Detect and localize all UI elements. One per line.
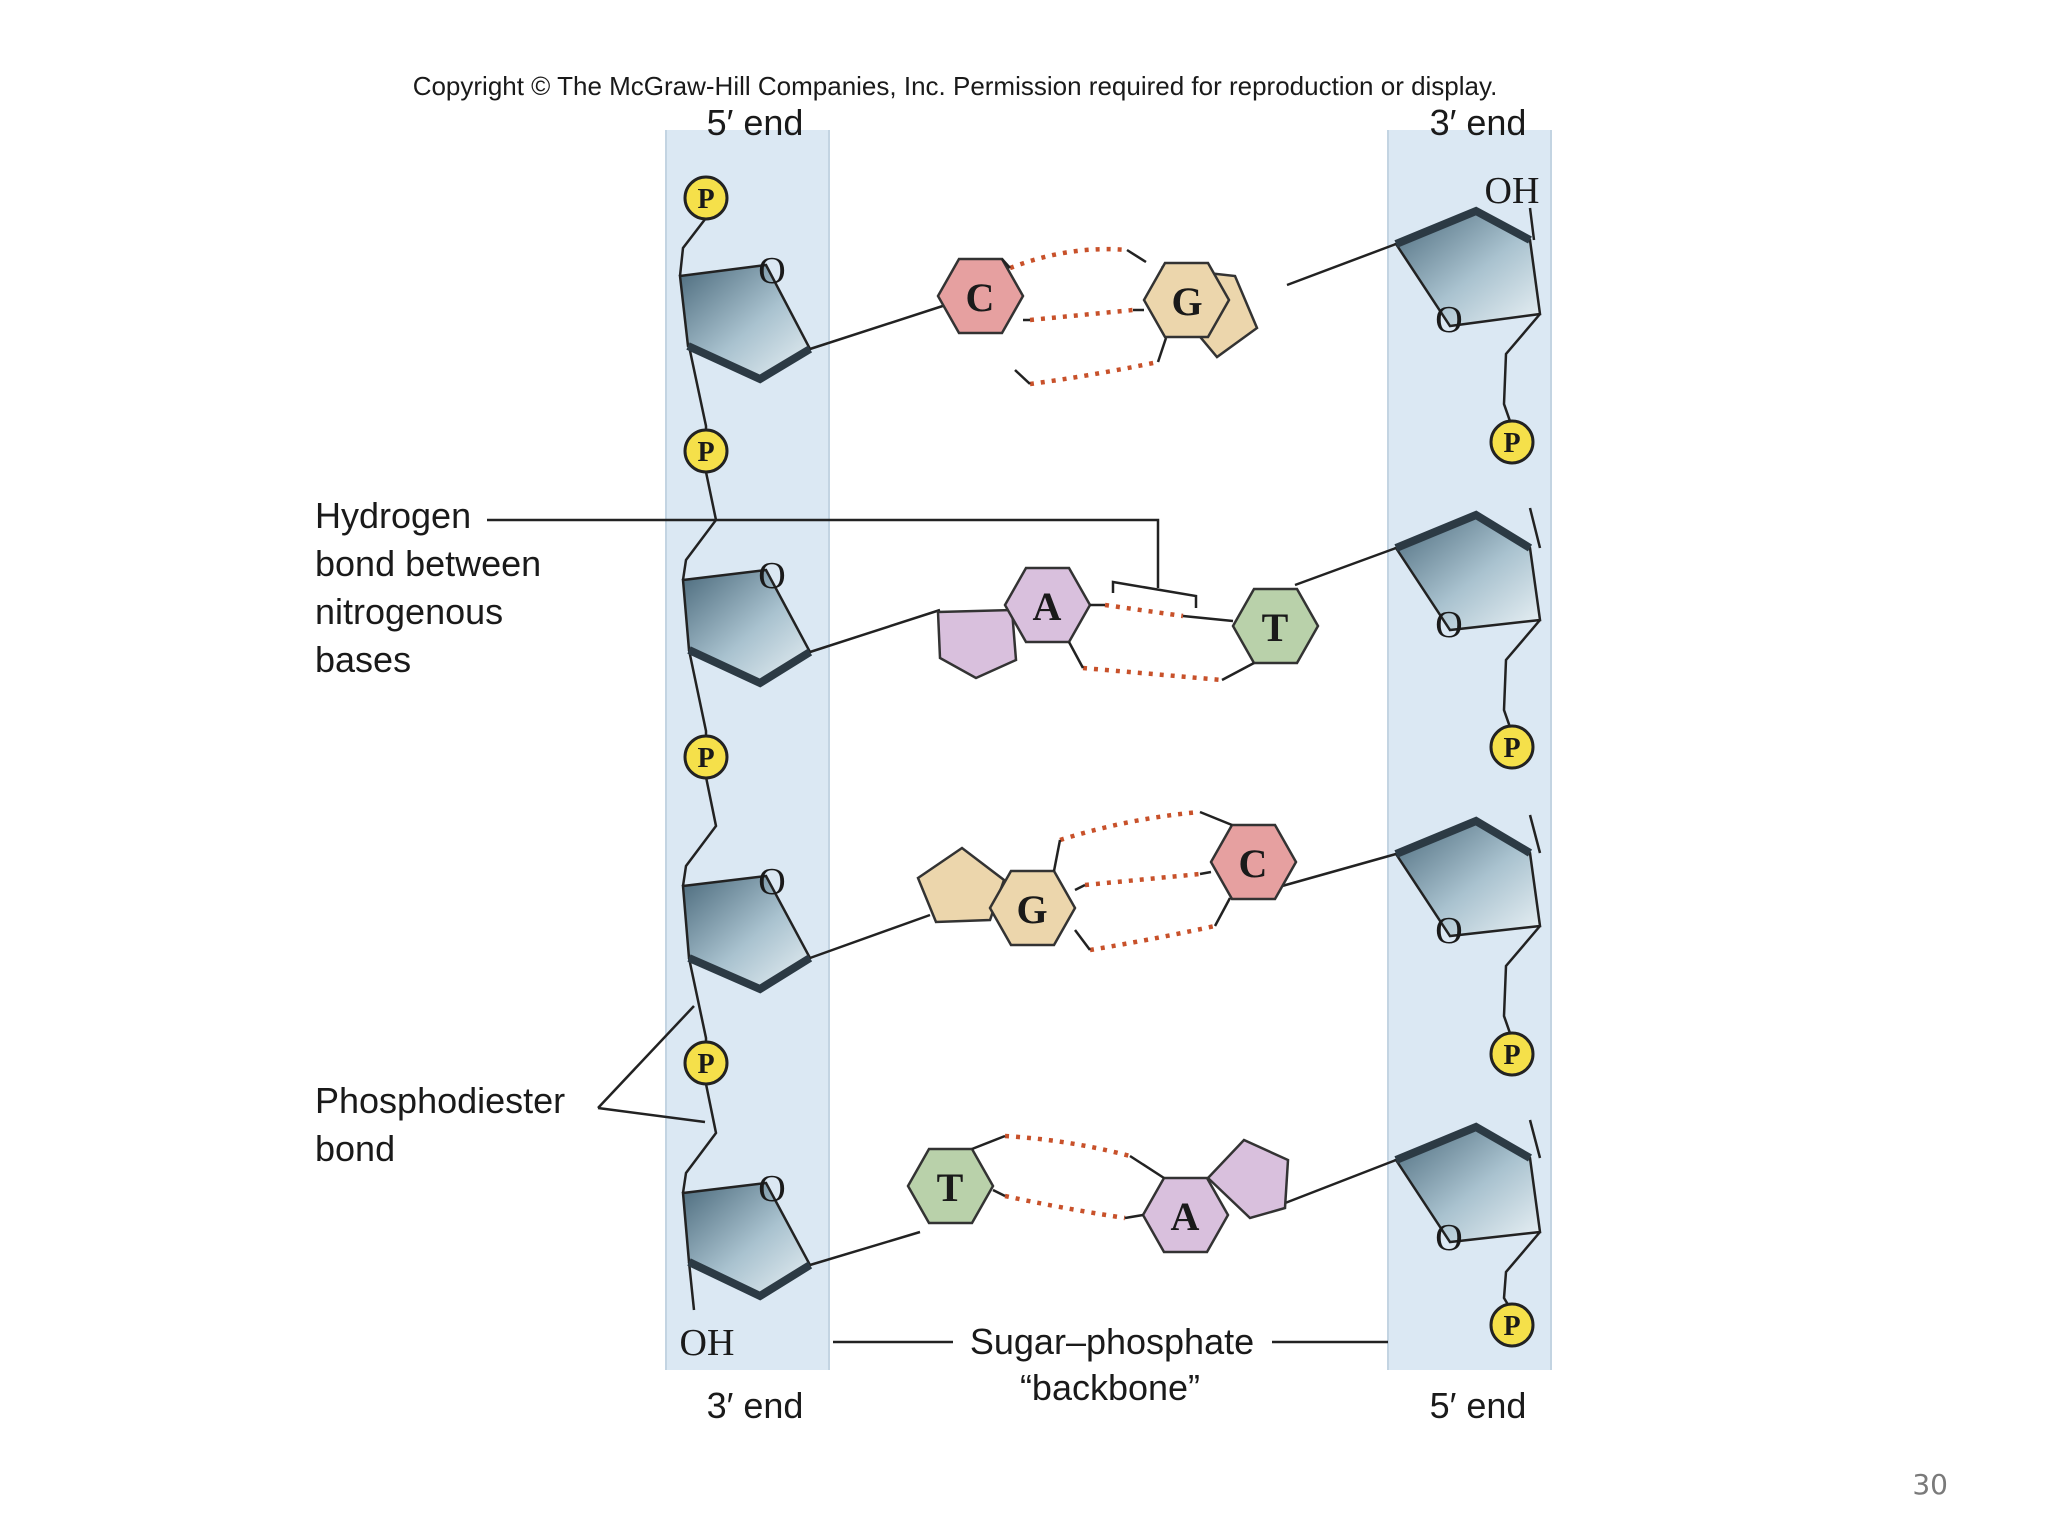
copyright-notice: Copyright © The McGraw-Hill Companies, I…: [413, 71, 1498, 101]
phosphate-l3: [683, 734, 729, 780]
right-sugar-1: [1394, 206, 1542, 328]
phosphate-r2: [1489, 724, 1535, 770]
svg-text:Phosphodiester bond: Phosphodiester bond: [315, 1080, 575, 1169]
phosphate-label-l1: P: [697, 184, 714, 215]
svg-text:Hydrogen bond between: Hydrogen bond between nitrogenous bases: [315, 495, 551, 680]
right-bottom-end-label: 5′ end: [1430, 1385, 1527, 1426]
right-top-end-label: 3′ end: [1430, 102, 1527, 143]
ring-oxygen-r1: O: [1435, 299, 1462, 341]
base-letter-4-right: A: [1171, 1194, 1200, 1239]
phosphate-label-r4: P: [1503, 1311, 1520, 1342]
phosphate-label-l4: P: [697, 1049, 714, 1080]
base-pair-2: [936, 566, 1320, 683]
phosphate-label-l3: P: [697, 743, 714, 774]
base-letter-3-left: G: [1016, 887, 1047, 932]
base-letter-2-left: A: [1033, 584, 1062, 629]
backbone-label-line-2: “backbone”: [1020, 1367, 1200, 1408]
base-pair-4: [906, 1133, 1290, 1254]
phosphate-l2: [683, 428, 729, 474]
left-sugar-3: [681, 874, 813, 994]
base-pair-3: [916, 809, 1298, 953]
base-pair-1: [936, 246, 1259, 387]
base-t-2: [1231, 587, 1320, 665]
left-backbone-connectors: [678, 217, 718, 1311]
phosphate-r1: [1489, 419, 1535, 465]
backbone-label-line-1: Sugar–phosphate: [970, 1321, 1254, 1362]
phosphate-label-r2: P: [1503, 733, 1520, 764]
left-sugar-1: [678, 263, 813, 384]
ring-oxygen-r3: O: [1435, 910, 1462, 952]
phosphate-r3: [1489, 1031, 1535, 1077]
left-sugar-2: [681, 568, 813, 688]
ring-oxygen-l3: O: [758, 861, 785, 903]
ring-oxygen-l4: O: [758, 1168, 785, 1210]
base-letter-4-left: T: [937, 1165, 964, 1210]
phosphodiester-label-line-2: bond: [315, 1128, 395, 1169]
left-bottom-oh-label: OH: [680, 1322, 735, 1364]
right-top-oh-label: OH: [1485, 170, 1540, 212]
base-letter-1-left: C: [966, 275, 995, 320]
phosphate-label-r3: P: [1503, 1040, 1520, 1071]
phosphate-label-r1: P: [1503, 428, 1520, 459]
right-sugar-3: [1394, 816, 1542, 938]
phosphate-label-l2: P: [697, 437, 714, 468]
ring-oxygen-r4: O: [1435, 1217, 1462, 1259]
base-c-3: [1209, 823, 1298, 901]
phosphate-l1: [683, 175, 729, 221]
base-g-1: [1142, 261, 1231, 339]
base-letter-1-right: G: [1171, 279, 1202, 324]
hydrogen-bond-label-line-4: bases: [315, 639, 411, 680]
glycosidic-bonds: [809, 242, 1397, 1267]
left-sugar-4: [681, 1181, 813, 1301]
ring-oxygen-l1: O: [758, 250, 785, 292]
hydrogen-bond-callout: Hydrogen bond between nitrogenous bases: [315, 495, 1198, 680]
phosphate-l4: [683, 1040, 729, 1086]
left-top-end-label: 5′ end: [707, 102, 804, 143]
phosphodiester-callout: Phosphodiester bond: [315, 1005, 706, 1169]
ring-oxygen-r2: O: [1435, 604, 1462, 646]
right-sugar-4: [1394, 1122, 1542, 1244]
hydrogen-bond-label-line-2: bond between: [315, 543, 541, 584]
ring-oxygen-l2: O: [758, 555, 785, 597]
base-letter-3-right: C: [1239, 841, 1268, 886]
slide-number: 30: [1912, 1468, 1948, 1501]
right-sugar-2: [1394, 510, 1542, 632]
base-letter-2-right: T: [1262, 605, 1289, 650]
backbone-callout: Sugar–phosphate “backbone”: [833, 1321, 1388, 1408]
hydrogen-bond-label-line-1: Hydrogen: [315, 495, 471, 536]
phosphate-groups: [683, 175, 1535, 1348]
left-bottom-end-label: 3′ end: [707, 1385, 804, 1426]
phosphate-r4: [1489, 1302, 1535, 1348]
phosphodiester-label-line-1: Phosphodiester: [315, 1080, 565, 1121]
hydrogen-bond-label-line-3: nitrogenous: [315, 591, 503, 632]
